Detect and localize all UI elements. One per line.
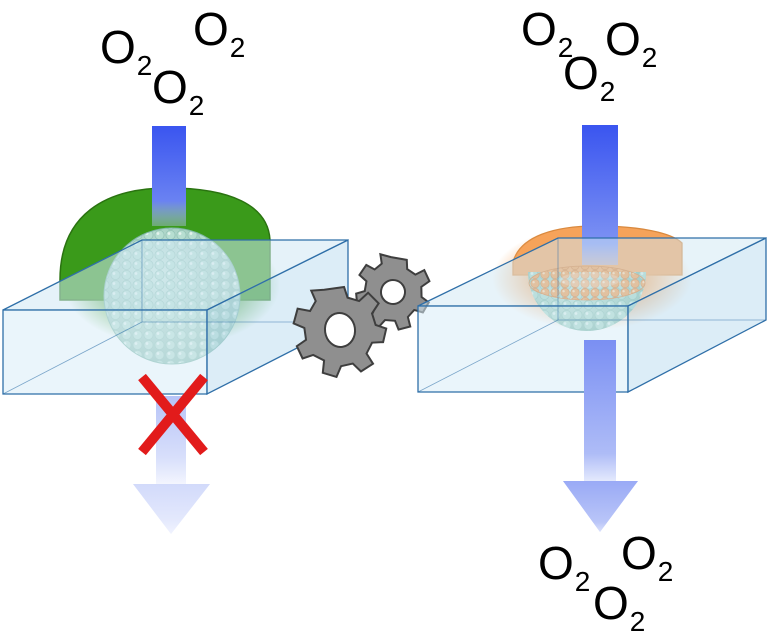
o2-molecule-left-1: O2 [100,21,153,81]
o2-molecule-right-bottom-3: O2 [593,577,646,637]
arrow-down-icon [563,340,638,532]
o2-molecule-right-bottom-1: O2 [538,537,591,597]
o2-molecule-right-top-2: O2 [605,13,658,73]
right-panel [417,125,767,532]
left-block [2,238,349,396]
gears-icon [292,252,431,379]
o2-molecule-left-2: O2 [193,3,246,63]
o2-molecule-left-3: O2 [152,61,205,121]
cross-mark-icon [138,373,208,456]
left-incoming-beam [152,126,186,226]
o2-molecule-right-bottom-2: O2 [621,527,674,587]
right-block [417,236,767,394]
left-panel [2,126,349,534]
o2-molecule-right-top-3: O2 [563,47,616,107]
o2-molecule-right-top-1: O2 [521,3,574,63]
